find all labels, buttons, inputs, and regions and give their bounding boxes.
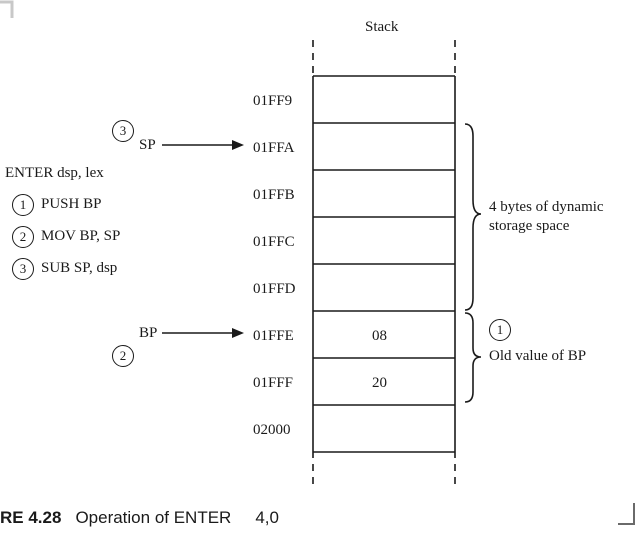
step-text: PUSH BP bbox=[41, 196, 102, 212]
stack-title: Stack bbox=[365, 19, 399, 35]
stack-address-3: 01FFC bbox=[253, 234, 295, 250]
sp-label: SP bbox=[139, 137, 156, 153]
stack-address-1: 01FFA bbox=[253, 140, 295, 156]
instruction-step-2: 2 MOV BP, SP bbox=[12, 225, 120, 248]
figure-caption: RE 4.28 Operation of ENTER 4,0 bbox=[0, 508, 279, 528]
old-bp-brace bbox=[464, 312, 482, 403]
figure-caption-text: Operation of ENTER bbox=[75, 508, 232, 527]
instruction-step-3: 3 SUB SP, dsp bbox=[12, 257, 117, 280]
instruction-title: ENTER dsp, lex bbox=[5, 165, 104, 181]
scan-corner-mark-bottom-right bbox=[618, 503, 635, 525]
instruction-step-1: 1 PUSH BP bbox=[12, 193, 101, 216]
step-number-circle: 3 bbox=[12, 257, 34, 280]
sp-arrow-head bbox=[232, 140, 244, 150]
stack-address-0: 01FF9 bbox=[253, 93, 293, 109]
stack-address-6: 01FFF bbox=[253, 375, 294, 391]
step-text: MOV BP, SP bbox=[41, 228, 121, 244]
figure-caption-args: 4,0 bbox=[255, 508, 279, 527]
stack-address-4: 01FFD bbox=[253, 281, 296, 297]
step-2-marker-bp: 2 bbox=[112, 345, 134, 367]
scan-corner-mark-top-left bbox=[0, 0, 14, 18]
stack-cell-value-5: 08 bbox=[372, 328, 387, 344]
bp-arrow-head bbox=[232, 328, 244, 338]
dynamic-storage-label-line1: 4 bytes of dynamic bbox=[489, 199, 604, 215]
step-number-circle: 2 bbox=[12, 225, 34, 248]
stack-cell-dividers bbox=[313, 75, 455, 453]
stack-address-2: 01FFB bbox=[253, 187, 295, 203]
step-3-marker-sp: 3 bbox=[112, 120, 134, 142]
stack-address-5: 01FFE bbox=[253, 328, 294, 344]
step-number-circle: 1 bbox=[12, 193, 34, 216]
step-text: SUB SP, dsp bbox=[41, 260, 118, 276]
figure-number: RE 4.28 bbox=[0, 508, 62, 527]
stack-cell-value-6: 20 bbox=[372, 375, 387, 391]
old-bp-label: Old value of BP bbox=[489, 348, 587, 364]
stack-address-7: 02000 bbox=[253, 422, 291, 438]
bp-label: BP bbox=[139, 325, 158, 341]
dynamic-storage-brace bbox=[464, 123, 482, 311]
step-1-marker-old-bp: 1 bbox=[489, 319, 511, 341]
dynamic-storage-label-line2: storage space bbox=[489, 218, 570, 234]
